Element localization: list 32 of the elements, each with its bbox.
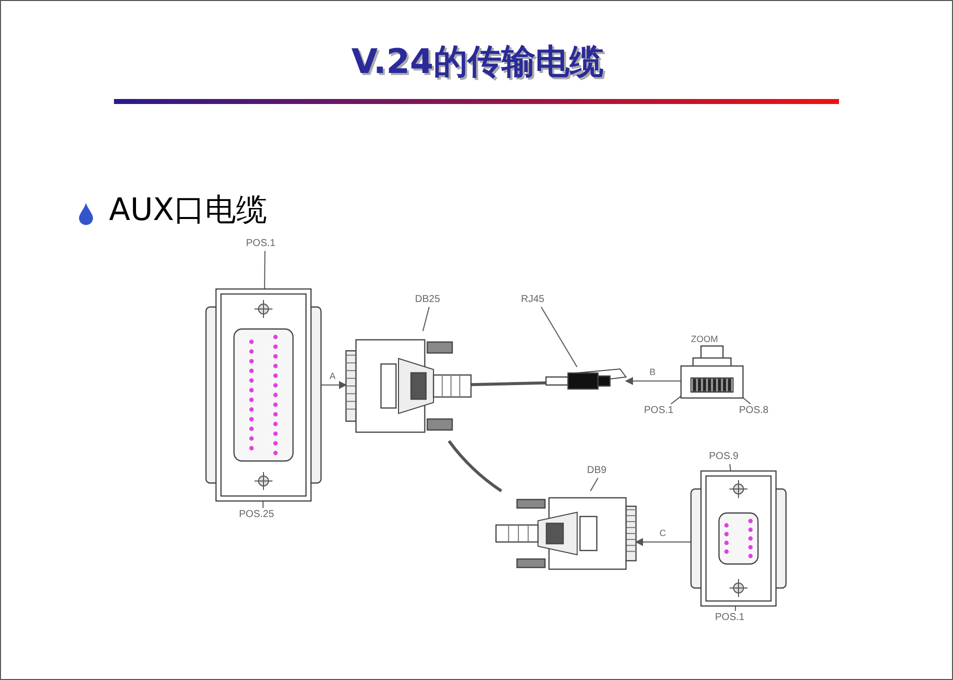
cable (470, 381, 546, 386)
part-label: DB9 (587, 464, 617, 478)
part-label: POS.25 (239, 508, 287, 522)
db9-port-drawing (691, 471, 786, 606)
part-label: POS.1 (246, 237, 284, 251)
leader-line (590, 478, 598, 492)
db25-port-drawing (206, 289, 321, 501)
leader-line (729, 464, 732, 472)
leader-line (262, 500, 264, 508)
part-label: POS.8 (739, 404, 779, 418)
edge-label: B (650, 366, 656, 379)
part-label: POS.9 (709, 450, 749, 464)
slide-title: V.24的传输电缆 (350, 41, 605, 84)
edge-label: C (660, 527, 666, 540)
leader-line (320, 381, 347, 389)
leader-line (734, 606, 736, 612)
part-label: DB25 (415, 293, 447, 307)
section-heading: AUX口电缆 (109, 191, 268, 230)
leader-line (422, 306, 430, 332)
leader-line (635, 538, 692, 546)
edge-label: A (330, 370, 336, 383)
cable (448, 440, 502, 492)
leader-line (670, 396, 682, 404)
rj45-zoom-drawing (681, 346, 743, 398)
leader-line (264, 250, 266, 290)
part-label: RJ45 (521, 293, 553, 307)
leader-line (540, 306, 578, 368)
leader-line (625, 377, 682, 385)
part-label: POS.1 (715, 611, 755, 625)
leader-line (742, 397, 752, 404)
zoom-label: ZOOM (691, 333, 718, 346)
part-label: POS.1 (644, 404, 680, 418)
